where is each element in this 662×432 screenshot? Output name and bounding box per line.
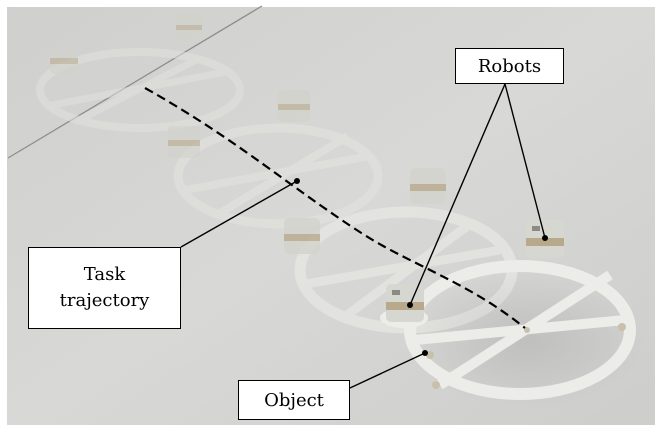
- task-trajectory-label: Task trajectory: [28, 247, 181, 329]
- object-label-text: Object: [264, 389, 324, 411]
- robot-front-1: [380, 284, 428, 328]
- robots-label: Robots: [455, 48, 564, 84]
- frame-far-1: [36, 48, 244, 132]
- robot-far-2: [176, 14, 202, 40]
- robot-mid-2: [410, 168, 446, 204]
- task-label-line2: trajectory: [59, 290, 150, 311]
- object-label: Object: [238, 380, 350, 420]
- robots-pointer-2: [504, 83, 546, 239]
- object-frame: [404, 260, 646, 408]
- robot-far-4: [278, 90, 310, 122]
- robots-pointer-1: [409, 83, 506, 306]
- robot-mid-1: [284, 218, 320, 254]
- robot-far-1: [50, 46, 78, 74]
- floor-seam: [7, 5, 263, 159]
- object-pointer: [349, 352, 426, 389]
- robots-label-text: Robots: [477, 55, 542, 77]
- robot-far-3: [168, 126, 200, 158]
- task-trajectory-line: [144, 87, 526, 329]
- task-pointer: [180, 180, 298, 248]
- frame-far-2: [173, 123, 383, 229]
- task-label-line1: Task: [83, 264, 126, 285]
